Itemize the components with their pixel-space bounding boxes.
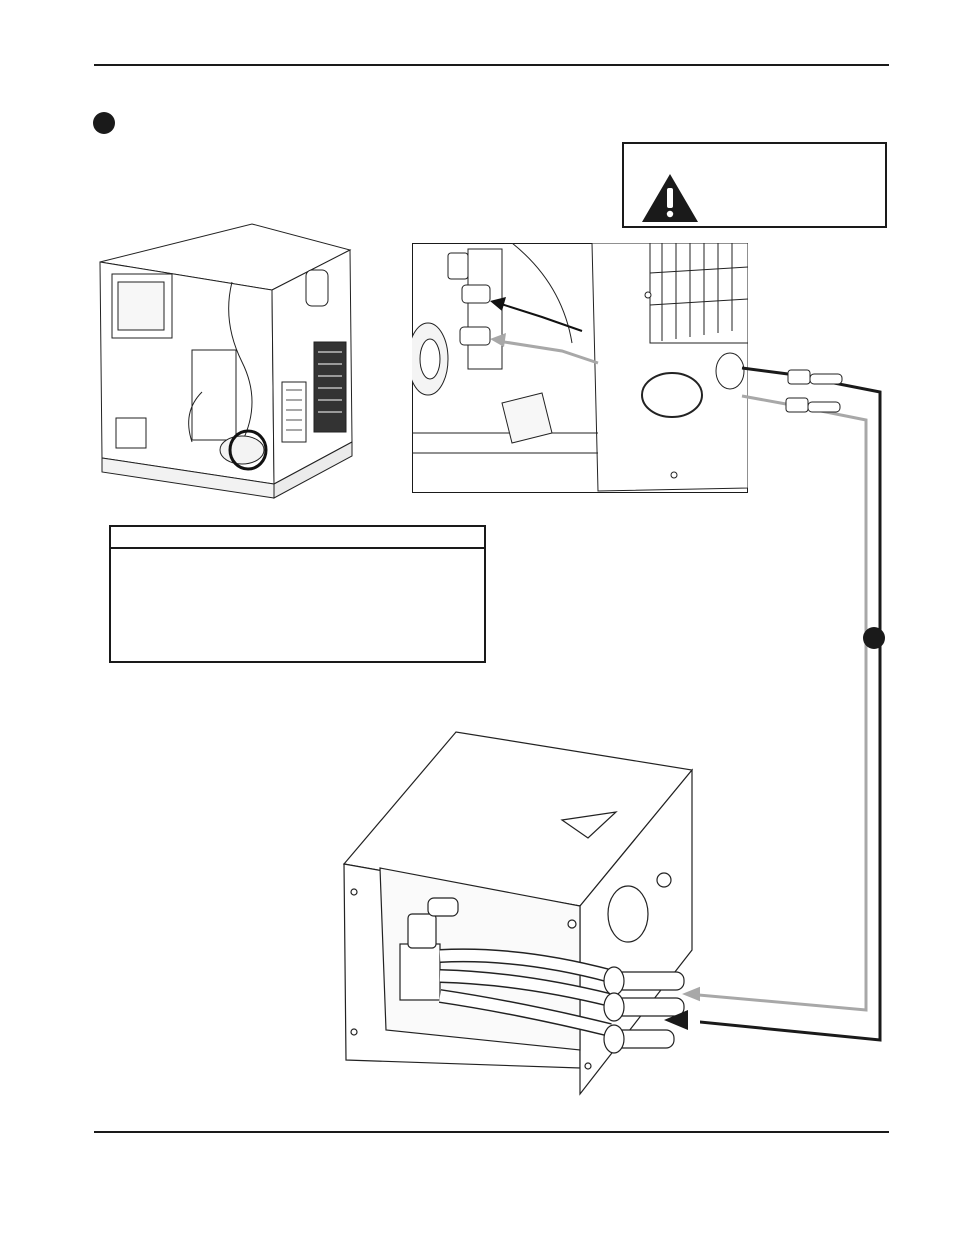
note-table-body	[111, 549, 484, 561]
step-bullet-icon	[93, 112, 115, 134]
warning-box	[622, 142, 887, 228]
warning-triangle-icon	[642, 174, 698, 222]
cooling-module-assembly	[342, 731, 700, 1096]
note-table-header	[111, 527, 484, 549]
footer-rule	[94, 1131, 889, 1133]
highlight-circle	[228, 429, 268, 471]
junction-dot	[863, 627, 885, 649]
note-table	[109, 525, 486, 663]
chiller-unit-overview	[99, 223, 353, 499]
connector-lines	[700, 366, 885, 1042]
return-hose-line	[700, 394, 868, 1012]
header-rule	[94, 64, 889, 66]
hazard-label-icon	[560, 811, 618, 839]
supply-hose-line	[700, 366, 882, 1042]
hose-connection-closeup	[412, 243, 748, 493]
